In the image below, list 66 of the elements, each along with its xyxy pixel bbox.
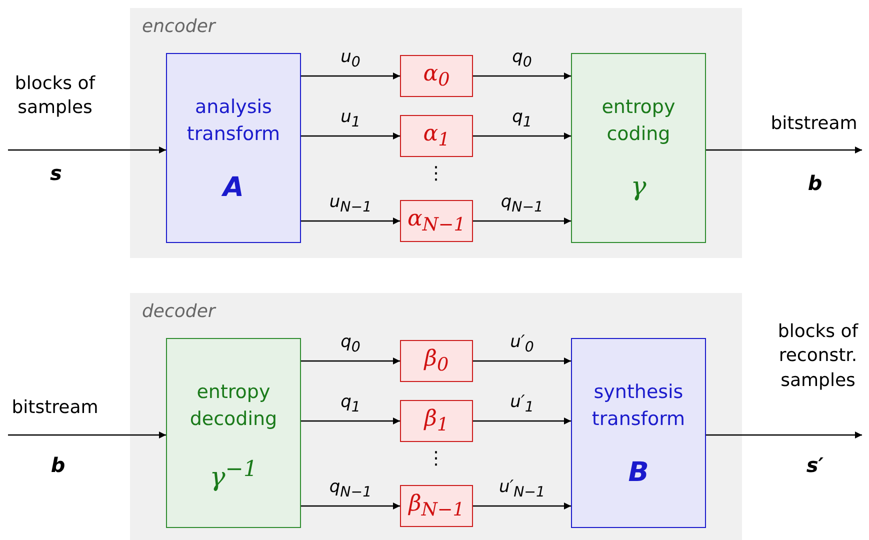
box-title: entropy decoding	[188, 380, 278, 432]
encoder-panel	[130, 8, 742, 258]
decoder-panel	[130, 293, 742, 540]
edge-label: bitstream	[770, 112, 858, 136]
signal-symbol: b	[50, 452, 66, 479]
symbol: β$_{0}$	[422, 346, 450, 376]
edge-label: q$_{0}$	[511, 46, 533, 72]
arrow	[301, 418, 400, 424]
edge-label: q$_{N−1}$	[500, 191, 544, 218]
arrow	[473, 418, 571, 424]
arrow	[706, 146, 862, 154]
signal-symbol: s′	[805, 452, 825, 479]
dequantizer-box	[400, 400, 473, 442]
arrow	[473, 358, 571, 364]
symbol: A	[220, 172, 245, 203]
edge-label: q$_{0}$	[340, 331, 362, 358]
arrow	[301, 218, 400, 224]
symbol: γ	[630, 172, 648, 202]
edge-label: blocks of reconstr. samples	[776, 320, 860, 393]
process-box	[166, 53, 301, 243]
symbol: β$_{1}$	[422, 406, 450, 436]
arrow	[301, 132, 400, 140]
panel-title: decoder	[142, 301, 216, 322]
box-title: entropy coding	[600, 95, 676, 147]
edge-label: u$_{1}$	[340, 106, 362, 132]
arrow	[8, 432, 166, 438]
ellipsis: ⋮	[426, 447, 446, 471]
arrow	[8, 146, 166, 154]
dequantizer-box	[400, 485, 473, 527]
box-title: analysis transform	[186, 95, 282, 147]
edge-label: bitstream	[10, 396, 100, 420]
arrow	[301, 358, 400, 364]
edge-label: u′$_{1}$	[509, 391, 535, 418]
edge-label: u′$_{0}$	[509, 331, 535, 358]
quantizer-box	[400, 115, 473, 157]
ellipsis: ⋮	[426, 162, 446, 186]
symbol: α$_{0}$	[422, 61, 451, 91]
quantizer-box	[400, 55, 473, 97]
quantizer-box	[400, 200, 473, 242]
signal-symbol: s	[49, 160, 63, 187]
arrow	[473, 132, 571, 140]
panel-title: encoder	[142, 16, 216, 37]
edge-label: u′$_{N−1}$	[498, 476, 546, 502]
arrow	[473, 72, 571, 80]
signal-symbol: b	[806, 170, 824, 197]
edge-label: q$_{N−1}$	[328, 476, 373, 502]
symbol: B	[627, 457, 650, 488]
edge-label: blocks of samples	[14, 72, 96, 120]
box-title: synthesis transform	[590, 380, 686, 432]
arrow	[473, 502, 571, 510]
edge-label: u$_{0}$	[340, 46, 362, 72]
process-box	[571, 53, 706, 243]
edge-label: q$_{1}$	[340, 391, 362, 418]
process-box	[571, 338, 706, 528]
process-box	[166, 338, 301, 528]
symbol: γ$^{−1}$	[208, 457, 258, 493]
dequantizer-box	[400, 340, 473, 382]
arrow	[706, 432, 862, 438]
symbol: α$_{N−1}$	[406, 206, 466, 236]
symbol: α$_{1}$	[422, 121, 451, 151]
edge-label: u$_{N−1}$	[328, 191, 373, 218]
edge-label: q$_{1}$	[511, 106, 533, 132]
arrow	[301, 502, 400, 510]
arrow	[473, 218, 571, 224]
arrow	[301, 72, 400, 80]
symbol: β$_{N−1}$	[407, 491, 466, 521]
